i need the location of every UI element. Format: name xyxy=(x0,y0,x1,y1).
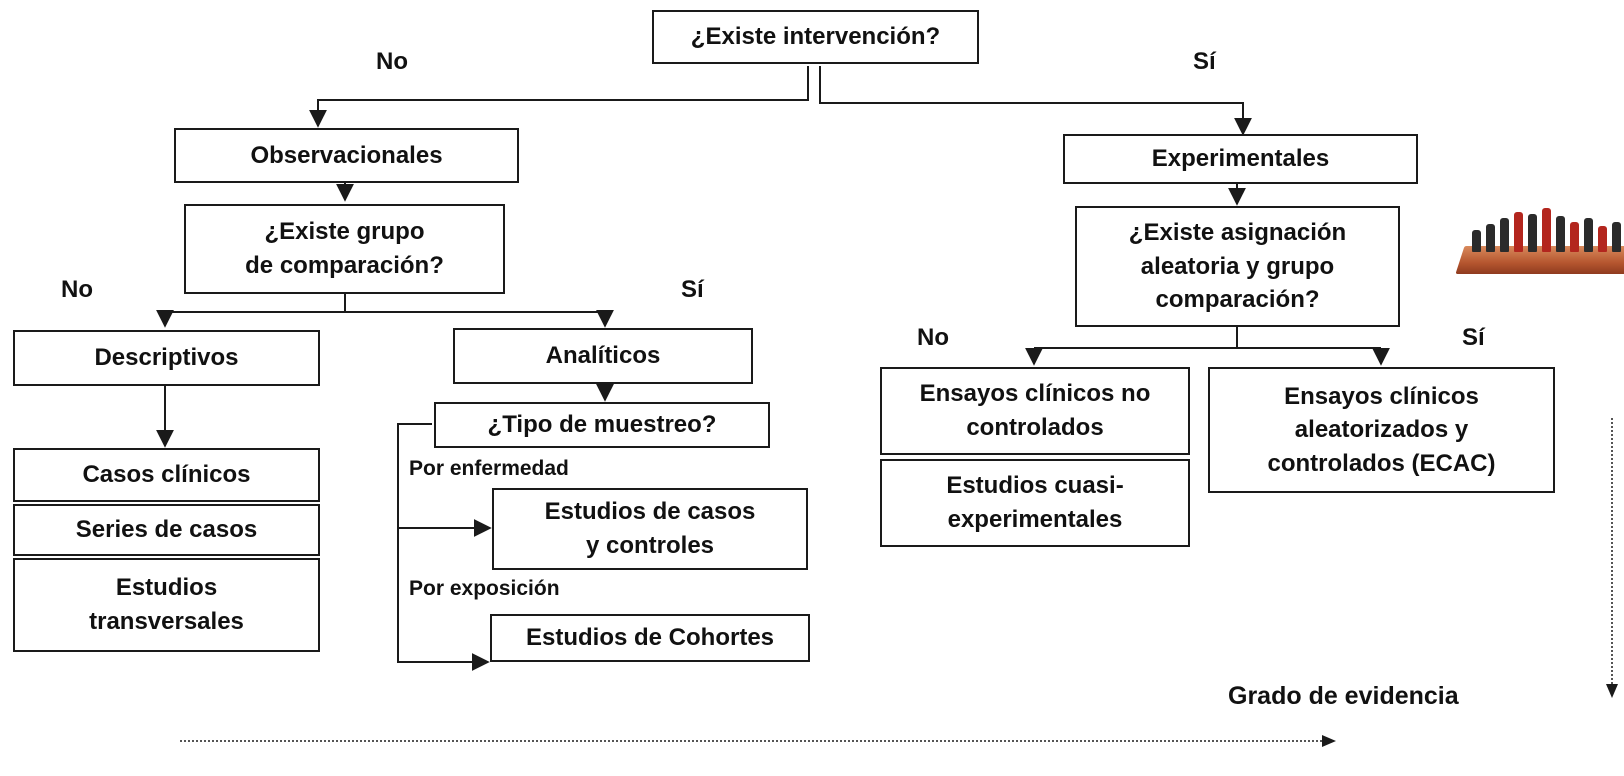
box-cohort: Estudios de Cohortes xyxy=(490,614,810,662)
box-case-series: Series de casos xyxy=(13,504,320,556)
label-obs-no: No xyxy=(61,276,93,303)
chess-piece xyxy=(1514,212,1523,252)
box-quasi-experimental: Estudios cuasi- experimentales xyxy=(880,459,1190,547)
label-exp-no: No xyxy=(917,324,949,351)
box-sampling-type: ¿Tipo de muestreo? xyxy=(434,402,770,448)
label-evidence-grade: Grado de evidencia xyxy=(1228,682,1459,710)
connector-group-split xyxy=(165,294,605,313)
chess-piece xyxy=(1556,216,1565,252)
box-comparison-group: ¿Existe grupo de comparación? xyxy=(184,204,505,294)
box-observational: Observacionales xyxy=(174,128,519,183)
chess-piece xyxy=(1598,226,1607,252)
box-experimental: Experimentales xyxy=(1063,134,1418,184)
label-exp-si: Sí xyxy=(1462,324,1485,351)
chess-piece xyxy=(1612,222,1621,252)
box-uncontrolled-trials: Ensayos clínicos no controlados xyxy=(880,367,1190,455)
label-by-exposure: Por exposición xyxy=(409,577,560,600)
box-case-reports: Casos clínicos xyxy=(13,448,320,502)
label-top-si: Sí xyxy=(1193,48,1216,75)
box-cross-sectional: Estudios transversales xyxy=(13,558,320,652)
evidence-arrowhead-horizontal xyxy=(1322,735,1336,747)
label-top-no: No xyxy=(376,48,408,75)
label-by-disease: Por enfermedad xyxy=(409,457,569,480)
box-random-assignment: ¿Existe asignación aleatoria y grupo com… xyxy=(1075,206,1400,327)
chess-piece xyxy=(1500,218,1509,252)
chess-piece xyxy=(1570,222,1579,252)
box-descriptive: Descriptivos xyxy=(13,330,320,386)
connector-to-observational xyxy=(309,66,809,128)
label-obs-si: Sí xyxy=(681,276,704,303)
chess-piece xyxy=(1584,218,1593,252)
box-intervention: ¿Existe intervención? xyxy=(652,10,979,64)
evidence-arrowhead-vertical xyxy=(1606,684,1618,698)
box-rct: Ensayos clínicos aleatorizados y control… xyxy=(1208,367,1555,493)
chess-piece xyxy=(1528,214,1537,252)
box-case-control: Estudios de casos y controles xyxy=(492,488,808,570)
chess-piece xyxy=(1542,208,1551,252)
box-analytic: Analíticos xyxy=(453,328,753,384)
chess-set-image xyxy=(1452,188,1624,294)
connector-sampling-left xyxy=(397,423,490,671)
connector-assignment-split xyxy=(1034,327,1381,349)
chess-piece xyxy=(1472,230,1481,252)
connector-to-experimental xyxy=(819,66,1252,136)
chess-piece xyxy=(1486,224,1495,252)
